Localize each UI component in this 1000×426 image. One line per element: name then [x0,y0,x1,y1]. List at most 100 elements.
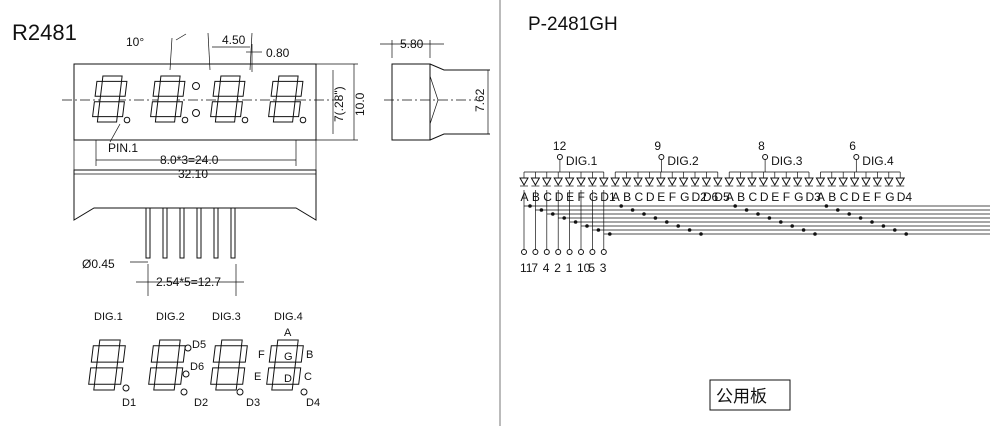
note-box-text: 公用板 [716,387,767,406]
led-diode [701,177,712,187]
front-digit-4-seg-e [268,101,277,118]
led-label: D [555,190,564,204]
led-diode [553,177,564,187]
bus-junction [551,212,555,216]
bus-junction [665,220,669,224]
note-box: 公用板 [709,379,791,411]
front-digit-4-seg-d [272,116,294,123]
seg-label-d: D [284,373,292,385]
dim-angle: 10° [126,35,144,49]
digit-group-label: DIG.1 [566,154,598,168]
bus-junction [870,220,874,224]
common-pin-label: 9 [654,139,661,153]
detail-digit-1 [88,339,126,391]
led-label: F [669,190,676,204]
bus-junction [779,220,783,224]
front-digit-3-seg-d [214,116,236,123]
led-diode [712,177,723,187]
led-label: E [863,190,871,204]
dp-label-1: D1 [122,397,136,409]
dim-digit-span: 8.0*3=24.0 [160,153,219,167]
led-diode [747,177,757,187]
bus-junction [539,208,544,212]
bus-junction [528,204,532,208]
led-label: C [635,190,644,204]
led-label: F [783,190,790,204]
led-label: D2 [692,190,708,204]
front-digit-1-seg-e [92,101,101,118]
bus-junction [733,204,737,208]
detail-dp-3 [236,388,244,396]
digit-group-label: DIG.2 [667,154,699,168]
led-label: B [532,190,540,204]
detail-digit-4-seg-f [268,345,278,363]
bus-junction [881,224,886,228]
seg-label-f: F [258,349,265,361]
front-digit-1-seg-f [94,80,103,97]
led-diode [598,177,609,187]
bus-junction [653,216,658,220]
front-digit-4 [268,75,307,124]
front-digit-3-seg-e [210,101,219,118]
detail-digit-1-seg-d [93,383,116,391]
detail-digit-4-seg-d [271,383,294,391]
detail-digit-1-seg-e [88,367,97,385]
front-digit-2-seg-d [154,116,176,123]
led-diode [610,177,621,187]
detail-digit-3-seg-f [212,345,222,363]
led-label: F [874,190,881,204]
detail-digit-4 [266,339,304,391]
led-diode [667,177,678,187]
front-digit-1-seg-d [96,116,118,123]
bottom-pin-label: 10 [577,261,591,275]
bottom-pin-label: 2 [554,261,561,275]
led-label: C [749,190,758,204]
bottom-pin-label: 11 [520,261,533,275]
led-label: E [657,190,665,204]
front-digit-1-seg-c [116,101,125,118]
front-digit-4-dp [299,116,307,124]
led-diode [690,177,700,187]
front-digit-3-seg-b [237,80,246,97]
detail-digit-1-seg-c [114,367,124,385]
pin-leg [179,207,185,259]
bus-junction [642,212,646,216]
bus-junction [847,212,851,216]
pin-leg [196,207,202,259]
front-digit-1-seg-g [99,95,121,103]
bottom-pin-label: 3 [600,261,607,275]
bus-junction [836,208,840,212]
led-diode [530,177,541,187]
bus-junction [676,224,680,228]
led-label: G [794,190,803,204]
bottom-pin-label: 5 [588,261,595,275]
front-view [62,63,342,141]
front-digit-2-seg-f [152,80,161,97]
bus-junction [813,232,817,236]
bus-junction [619,204,623,208]
led-label: D5 [714,190,730,204]
front-digit-2-dp [181,116,189,124]
seg-label-e: E [254,371,261,383]
led-diode [849,177,860,187]
front-digit-3-seg-g [217,95,239,103]
led-diode [564,177,575,187]
bus-junction [596,228,601,232]
led-diode [872,177,883,187]
led-label: C [840,190,849,204]
bus-junction [824,204,829,208]
front-digit-2 [150,75,189,124]
dim-pitch: 4.50 [222,33,246,47]
height-dimensions: 7(.28") 10.0 [316,63,367,141]
detail-digit-3-seg-c [236,367,246,385]
led-diode [883,177,894,187]
led-diode [792,177,803,187]
led-diode [735,177,746,187]
bus-junction [801,228,806,232]
led-label: B [828,190,836,204]
dig1-label: DIG.1 [94,311,123,323]
colon-label-upper: D5 [192,339,206,351]
